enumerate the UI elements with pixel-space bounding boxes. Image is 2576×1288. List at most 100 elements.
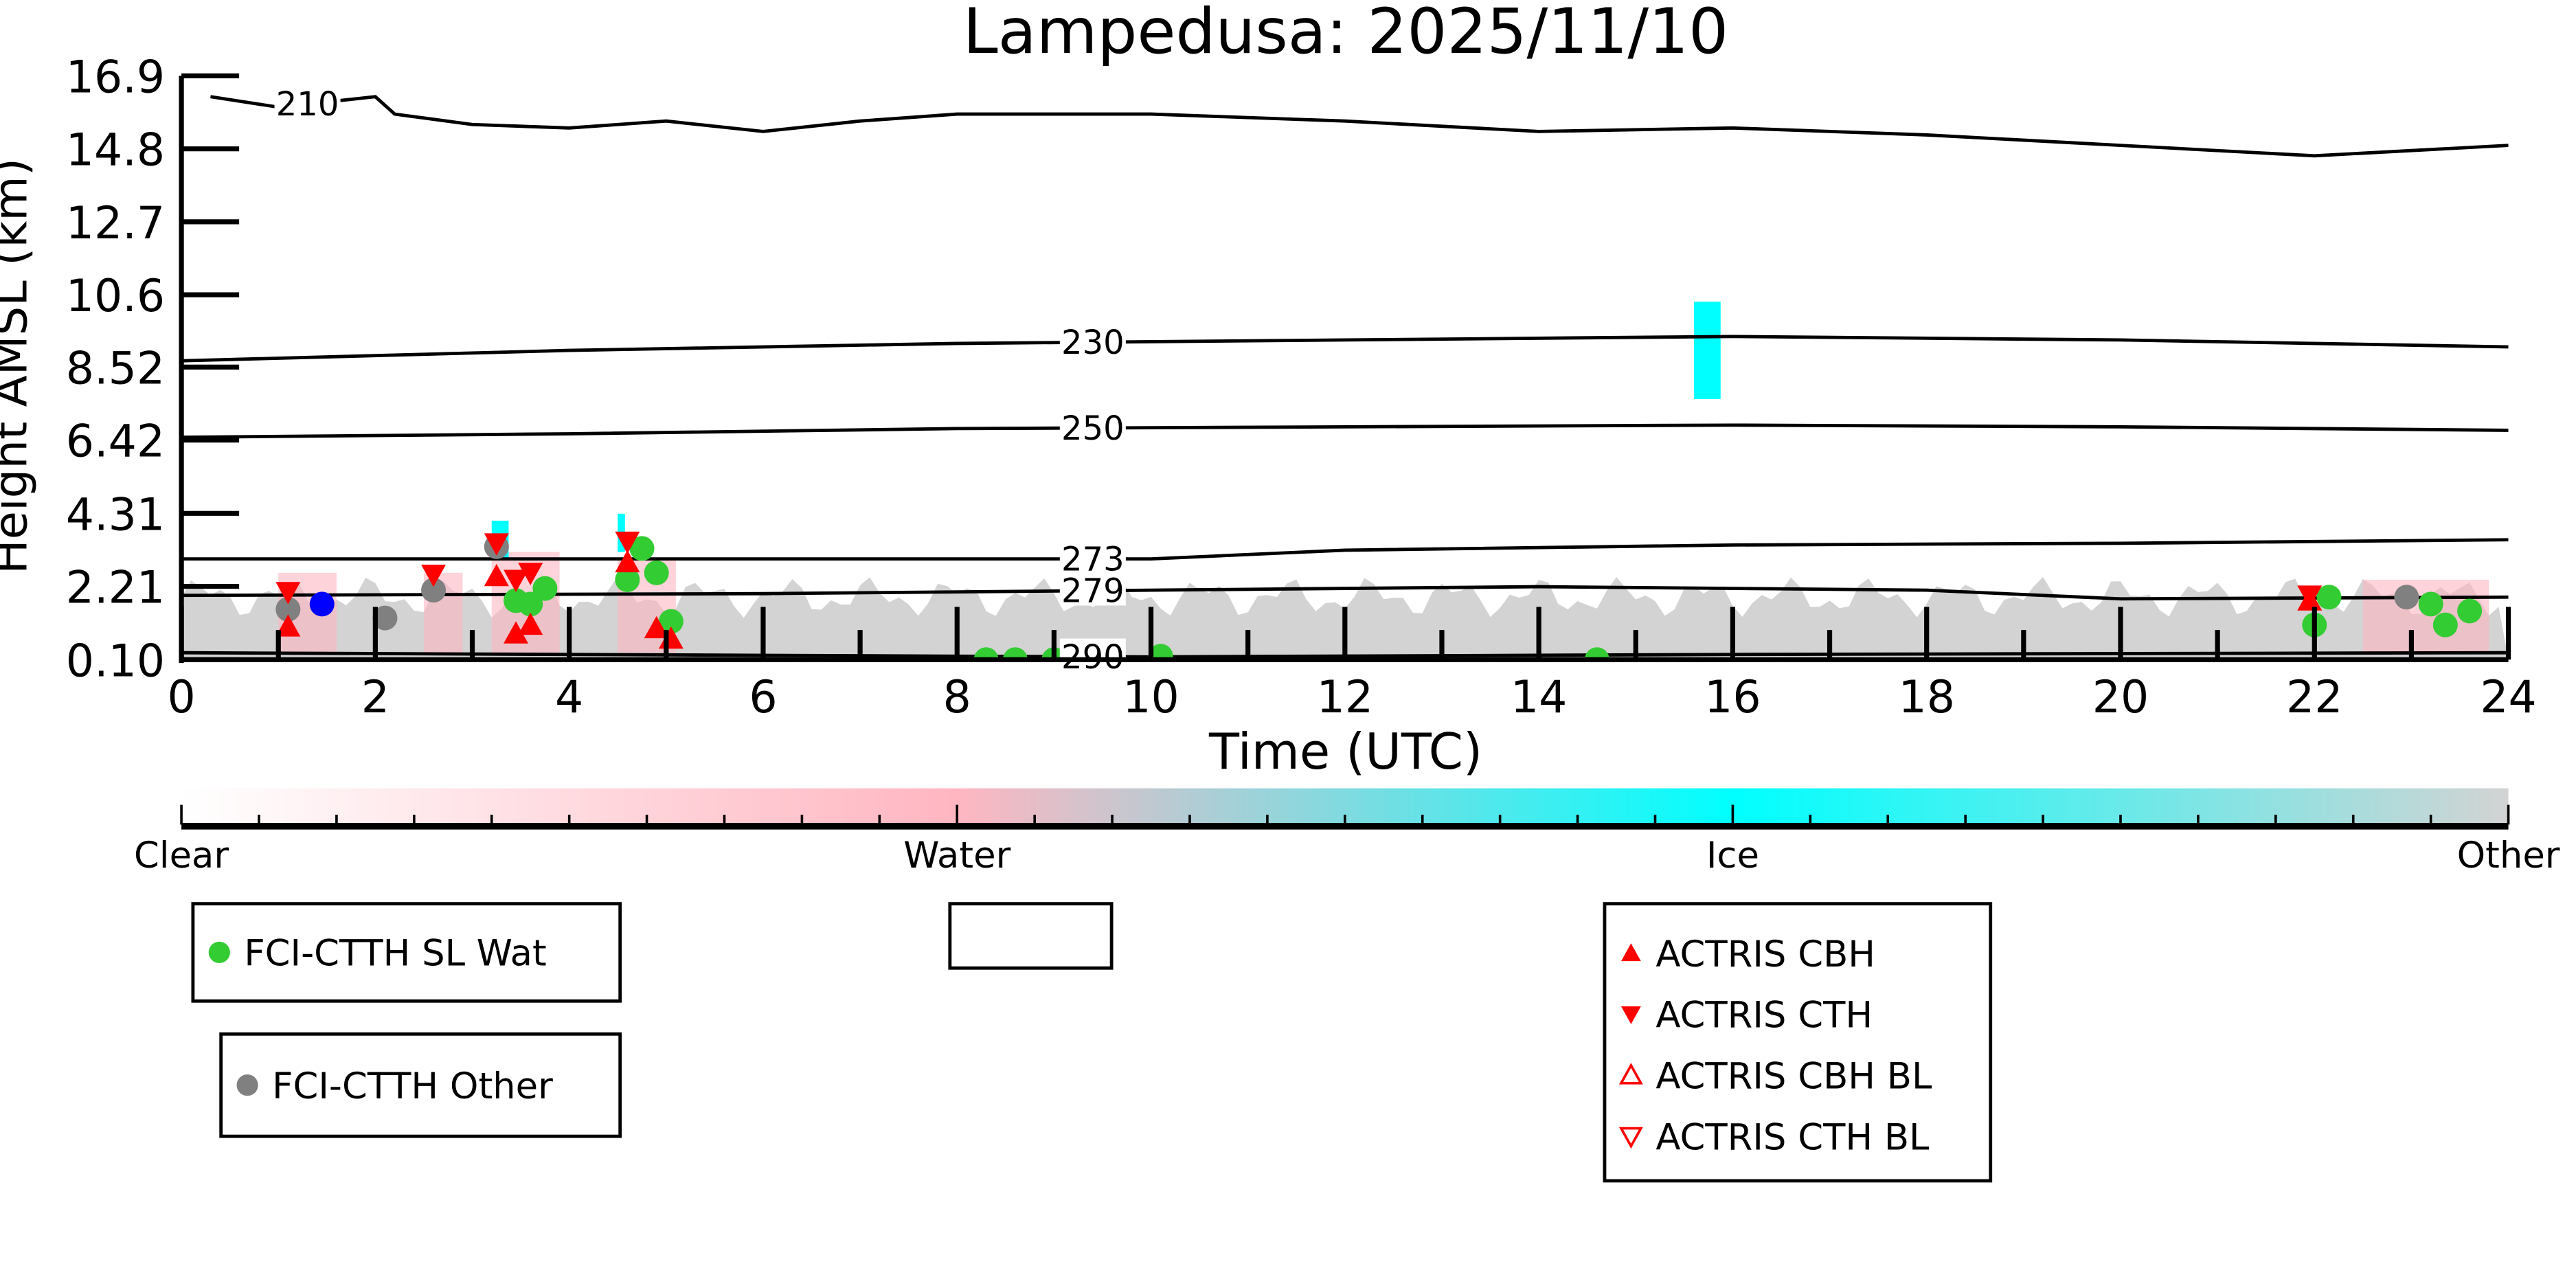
data-point-actris-cbh xyxy=(484,563,509,587)
data-point-fci-ctth-sl-wat xyxy=(2457,598,2483,624)
data-point-fci-ctth-other xyxy=(275,596,301,622)
legend-frame xyxy=(219,1032,622,1138)
x-tick-label: 18 xyxy=(1898,672,1954,723)
data-point-actris-cbh xyxy=(504,621,529,644)
data-point-actris-cth xyxy=(275,582,301,605)
data-point-fci-ctth-sl-wat xyxy=(2432,612,2458,637)
contour-label: 273 xyxy=(1061,540,1125,578)
data-point-actris-cbh xyxy=(615,550,640,573)
legend-frame xyxy=(1603,902,1993,1183)
contour-line-273 xyxy=(181,538,2509,561)
contour-line-210 xyxy=(210,95,2509,158)
contour-labels: 210230250273279290 xyxy=(274,85,1126,677)
legend-marker-fci-ctth-sl-wat xyxy=(208,941,230,964)
contour-label: 230 xyxy=(1061,324,1125,362)
x-axis-label: Time (UTC) xyxy=(1208,723,1482,780)
y-tick-label: 16.9 xyxy=(66,52,165,103)
contour-line-230 xyxy=(181,335,2509,363)
colorbar-label-water: Water xyxy=(903,835,1010,877)
data-point-fci-ctth-sl-wat xyxy=(644,560,669,585)
x-tick-label: 24 xyxy=(2480,672,2536,723)
contour-label-bg xyxy=(1059,324,1126,357)
data-point-fci-ctth-sl-wat xyxy=(532,576,558,601)
data-point-actris-cbh xyxy=(275,614,301,637)
x-tick-label: 8 xyxy=(943,672,971,723)
legend-marker-actris-cbh-bl xyxy=(1618,1063,1643,1085)
contour-label-bg xyxy=(1059,541,1126,574)
colorbar-ticks xyxy=(180,804,2510,825)
legend-box-3 xyxy=(948,902,1114,970)
contour-label-bg xyxy=(274,86,341,120)
y-tick-label: 2.21 xyxy=(66,563,165,614)
data-point-fci-ctth-sl-wat xyxy=(973,647,999,660)
y-tick-label: 12.7 xyxy=(66,198,165,249)
legend-box-2: FCI-CTTH Other xyxy=(219,1032,622,1138)
data-point-fci-ctth-sl-wat xyxy=(1584,647,1609,660)
legend-label: ACTRIS CTH xyxy=(1656,995,1873,1037)
data-point-fci-ctth-sl-wat xyxy=(2316,585,2342,610)
y-tick-label: 6.42 xyxy=(66,416,165,468)
x-tick-label: 6 xyxy=(749,672,777,723)
legend-box-4: ACTRIS CBH ACTRIS CTH ACTRIS CBH BL ACTRIS … xyxy=(1603,902,1993,1183)
legend-label: ACTRIS CTH BL xyxy=(1656,1116,1930,1158)
data-point-fci-ctth-other xyxy=(372,605,398,631)
data-point-actris-cbh xyxy=(644,615,669,639)
contour-label: 250 xyxy=(1061,409,1125,448)
y-tick-label: 0.10 xyxy=(66,635,165,687)
colorbar-label-ice: Ice xyxy=(1706,835,1759,877)
data-point-fci-ctth-sl-wat xyxy=(1002,647,1028,660)
data-point-fci-ctth-other xyxy=(2394,585,2419,610)
contour-label: 279 xyxy=(1061,572,1125,611)
x-tick-label: 14 xyxy=(1511,672,1567,723)
y-tick-label: 4.31 xyxy=(66,489,165,541)
data-point-fci-ctth-sl-wat xyxy=(518,591,543,617)
data-point-actris-cbh xyxy=(518,612,543,635)
colorbar-axis xyxy=(181,822,2509,830)
data-point-fci-ctth-sl-wat xyxy=(1148,644,1173,660)
data-point-actris-cth xyxy=(2297,585,2323,608)
legend-marker-actris-cth-bl xyxy=(1618,1127,1643,1149)
contour-line-279 xyxy=(181,585,2509,601)
contour-label-bg xyxy=(1059,409,1126,443)
legend-label: FCI-CTTH Other xyxy=(272,1065,553,1107)
x-tick-label: 20 xyxy=(2092,672,2149,723)
contour-label-bg xyxy=(1059,572,1126,606)
x-tick-label: 22 xyxy=(2286,672,2342,723)
legend-marker-fci-ctth-other xyxy=(236,1074,258,1096)
x-tick-label: 12 xyxy=(1317,672,1373,723)
data-point-actris-cth xyxy=(421,564,447,587)
data-point-fci-ctth-sl-wat xyxy=(615,567,640,592)
data-point-fci-ctth-sl-wat xyxy=(658,609,683,634)
x-tick-label: 10 xyxy=(1122,672,1179,723)
contour-label-bg xyxy=(1059,638,1126,672)
x-tick-label: 2 xyxy=(361,672,389,723)
temperature-contours xyxy=(181,95,2509,659)
legend-marker-actris-cbh xyxy=(1620,943,1641,962)
data-point-fci-ctth-sl-wat xyxy=(629,536,655,561)
x-tick-label: 4 xyxy=(555,672,583,723)
contour-line-250 xyxy=(181,423,2509,439)
y-tick-label: 10.6 xyxy=(66,271,165,322)
data-point-fci-ctth-other xyxy=(421,578,447,603)
legend-box-1: FCI-CTTH SL Wat xyxy=(191,902,622,1003)
data-point-actris-cth xyxy=(518,563,543,585)
y-axis-label: Height AMSL (km) xyxy=(0,158,37,574)
colorbar-label-clear: Clear xyxy=(134,835,229,877)
legend-marker-actris-cth xyxy=(1620,1006,1641,1024)
data-point-actris-cth xyxy=(504,569,529,592)
legend-label: ACTRIS CBH xyxy=(1656,934,1875,975)
ice-class-region xyxy=(1693,302,1721,399)
x-tick-label: 0 xyxy=(167,672,195,723)
data-point-actris-cth xyxy=(615,531,640,554)
data-point-fci-ctth-sl-wat xyxy=(2418,591,2443,617)
legend-label: ACTRIS CBH BL xyxy=(1656,1056,1932,1098)
x-tick-label: 16 xyxy=(1704,672,1761,723)
legend-label: FCI-CTTH SL Wat xyxy=(244,933,546,975)
data-point-unlabelled xyxy=(309,591,335,617)
chart-title: Lampedusa: 2025/11/10 xyxy=(963,0,1728,68)
